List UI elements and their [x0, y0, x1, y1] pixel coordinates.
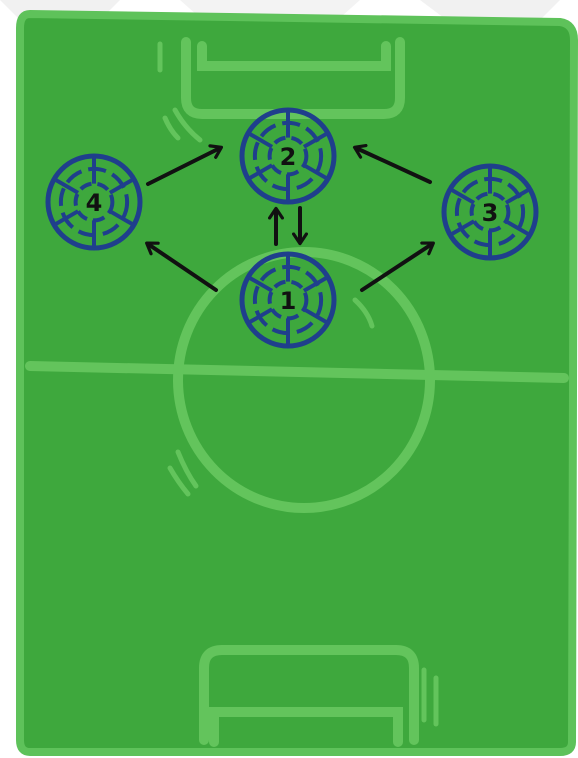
player-2: 2	[242, 110, 334, 202]
player-number: 1	[280, 287, 297, 315]
player-4: 4	[48, 156, 140, 248]
player-3: 3	[444, 166, 536, 258]
player-1: 1	[242, 254, 334, 346]
player-number: 2	[280, 143, 297, 171]
player-number: 4	[86, 189, 103, 217]
player-number: 3	[482, 199, 499, 227]
